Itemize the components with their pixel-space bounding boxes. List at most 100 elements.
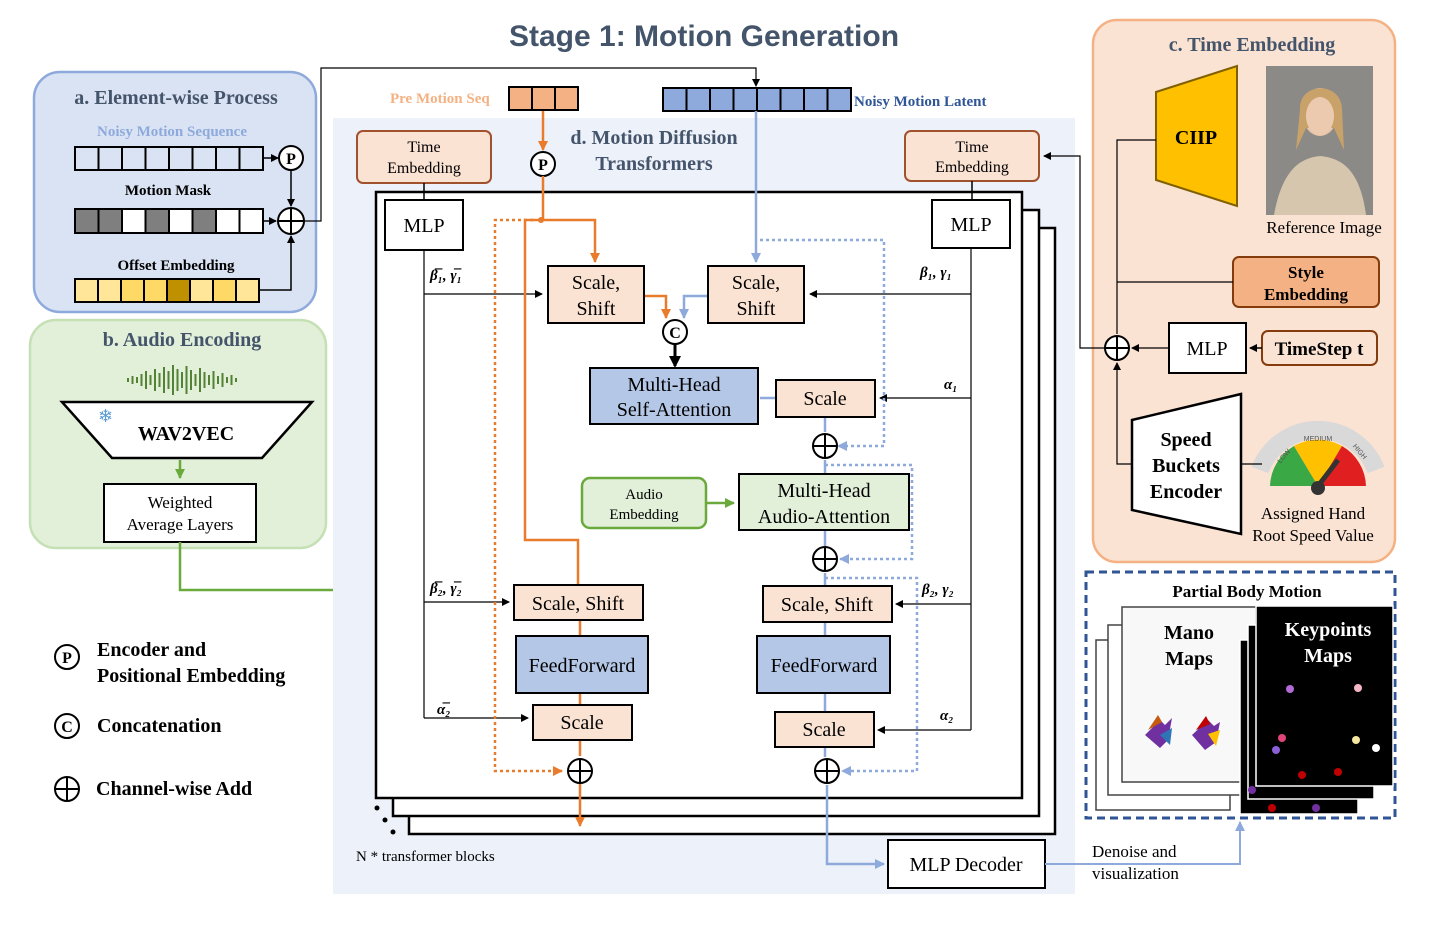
scale-1: Scale: [803, 388, 846, 410]
waveform-icon: [127, 365, 237, 395]
scale-shift-1a: Scale,: [572, 272, 620, 294]
alpha1: α₁: [944, 377, 958, 393]
sequence-cell: [238, 146, 264, 171]
gauge-icon: LOW MEDIUM HIGH: [1251, 420, 1385, 495]
scale-left: Scale: [560, 712, 603, 734]
sequence-cell: [756, 87, 782, 112]
sequence-cell: [166, 278, 191, 303]
sequence-cell: [803, 87, 829, 112]
noisy-seq-label: Noisy Motion Sequence: [97, 124, 247, 140]
panel-d-title-1: d. Motion Diffusion: [570, 127, 737, 149]
sequence-cell: [189, 278, 214, 303]
sequence-cell: [215, 208, 241, 234]
audio-emb-1: Audio: [625, 487, 663, 503]
beta1-bar: β̅₁, γ̅₁: [429, 268, 462, 284]
sequence-cell: [97, 208, 123, 234]
assigned-2: Root Speed Value: [1252, 526, 1374, 545]
panel-c-title: c. Time Embedding: [1169, 34, 1336, 56]
keypoint-dots: [1248, 684, 1380, 812]
panel-motion-diffusion: N * transformer blocks d. Motion Diffusi…: [333, 86, 1075, 894]
sequence-cell: [74, 278, 99, 303]
sequence-cell: [215, 146, 241, 171]
audio-emb-2: Embedding: [609, 507, 679, 523]
gauge-medium: MEDIUM: [1304, 436, 1333, 443]
panel-d-title-2: Transformers: [595, 153, 713, 175]
reference-image: [1266, 66, 1373, 215]
beta2-bar: β̅₂, γ̅₂: [429, 581, 462, 597]
n-blocks-label: N * transformer blocks: [356, 849, 495, 865]
sequence-cell: [97, 146, 123, 171]
mlp-right: MLP: [950, 214, 991, 236]
sequence-cell: [168, 146, 194, 171]
panel-partial-body: Partial Body Motion Mano Maps Keypoints …: [1084, 570, 1397, 820]
sequence-cell: [779, 87, 805, 112]
feedforward-right: FeedForward: [771, 655, 878, 677]
sequence-cell: [531, 86, 556, 111]
connector-decoder-out: [1045, 821, 1245, 865]
sequence-cell: [97, 278, 122, 303]
scale-shift-2b: Shift: [737, 298, 776, 320]
timestep: TimeStep t: [1275, 339, 1365, 360]
scale-shift-1b: Shift: [577, 298, 616, 320]
mlp-left: MLP: [403, 215, 444, 237]
partial-title: Partial Body Motion: [1172, 582, 1322, 601]
speed-1: Speed: [1160, 429, 1211, 451]
noisy-latent-label: Noisy Motion Latent: [854, 94, 987, 110]
sequence-cell: [144, 208, 170, 234]
sequence-cell: [121, 146, 147, 171]
mlp-c: MLP: [1186, 338, 1227, 360]
scale-shift-4: Scale, Shift: [781, 594, 874, 616]
weighted-line1: Weighted: [148, 493, 213, 512]
assigned-1: Assigned Hand: [1261, 504, 1366, 523]
hand-icon-left: [1145, 715, 1172, 748]
sequence-cell: [732, 87, 758, 112]
sequence-cell: [212, 278, 237, 303]
hand-icon-right: [1192, 716, 1220, 750]
legend-p-line2: Positional Embedding: [97, 665, 285, 687]
mhsa-1: Multi-Head: [627, 374, 720, 396]
mhsa-2: Self-Attention: [617, 399, 731, 421]
scale-right: Scale: [802, 719, 845, 741]
sequence-cell: [191, 146, 217, 171]
panel-b-title: b. Audio Encoding: [103, 329, 261, 351]
panel-audio-encoding: b. Audio Encoding ❄ WAV2VEC Weighted Ave…: [28, 318, 328, 550]
wav2vec-label: WAV2VEC: [138, 423, 234, 445]
time-emb-left-1: Time: [407, 139, 440, 156]
offset-embedding-cells: [74, 278, 260, 303]
sequence-cell: [508, 86, 533, 111]
sequence-cell: [235, 278, 260, 303]
sequence-cell: [826, 87, 852, 112]
speed-3: Encoder: [1150, 481, 1222, 503]
denoise-1: Denoise and: [1092, 842, 1177, 861]
time-emb-left-2: Embedding: [387, 160, 461, 177]
main-title: Stage 1: Motion Generation: [509, 20, 899, 53]
pre-motion-label: Pre Motion Seq: [390, 91, 490, 107]
sequence-cell: [554, 86, 579, 111]
sequence-cell: [191, 208, 217, 234]
legend-add-text: Channel-wise Add: [96, 778, 252, 800]
mhaa-2: Audio-Attention: [758, 506, 890, 528]
legend-p-symbol: P: [62, 650, 72, 667]
snowflake-icon: ❄: [98, 406, 113, 426]
clip-label: CIIP: [1175, 127, 1217, 149]
time-emb-right-2: Embedding: [935, 159, 1009, 176]
panel-a-title: a. Element-wise Process: [74, 87, 278, 109]
offset-embedding-label: Offset Embedding: [117, 258, 235, 274]
connector-time: [1043, 152, 1105, 349]
sequence-cell: [238, 208, 264, 234]
noisy-latent-cells: [662, 87, 852, 112]
sequence-cell: [685, 87, 711, 112]
time-emb-right-1: Time: [955, 139, 988, 156]
p-symbol-d: P: [538, 157, 548, 174]
scale-shift-3: Scale, Shift: [532, 593, 625, 615]
mano-2: Maps: [1165, 648, 1213, 670]
style-2: Embedding: [1264, 285, 1349, 304]
motion-mask-cells: [74, 208, 264, 234]
mano-1: Mano: [1164, 622, 1214, 644]
mlp-decoder-label: MLP Decoder: [909, 854, 1022, 876]
kp-2: Maps: [1304, 645, 1352, 667]
legend-c-text: Concatenation: [97, 715, 221, 737]
c-symbol-d: C: [669, 325, 681, 342]
connector-a-to-latent: [304, 67, 760, 222]
panel-element-wise: a. Element-wise Process Noisy Motion Seq…: [32, 70, 318, 314]
